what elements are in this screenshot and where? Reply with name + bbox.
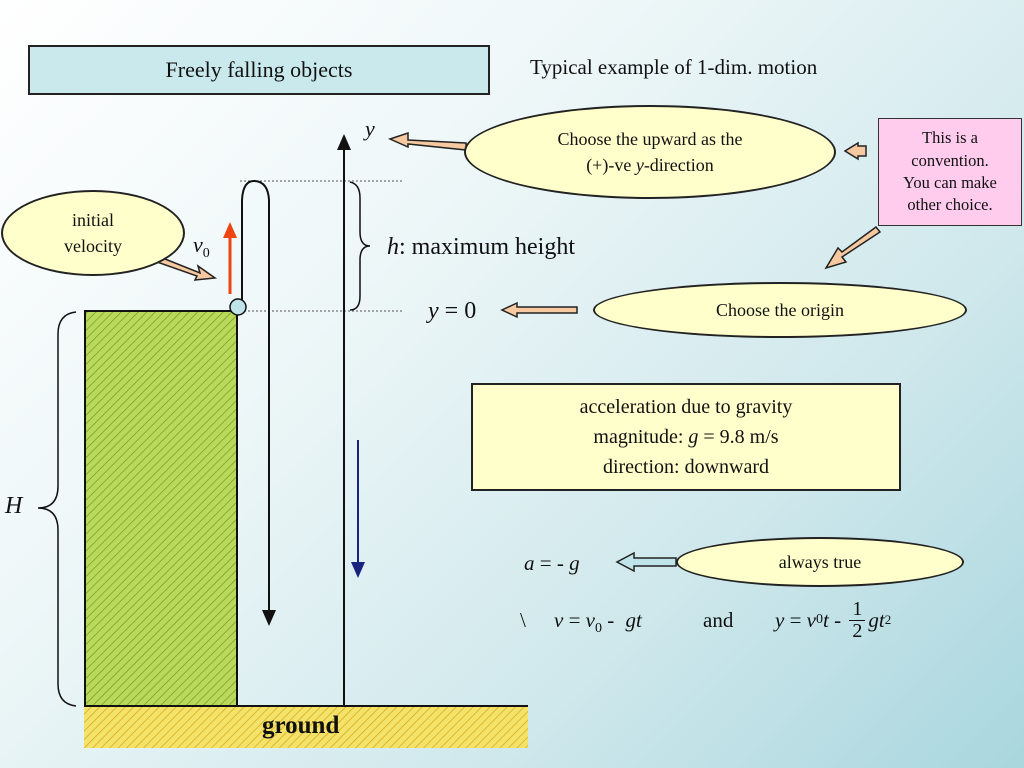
origin-callout: Choose the origin <box>593 282 967 338</box>
max-height-brace <box>349 181 371 311</box>
note-line4: other choice. <box>907 195 993 215</box>
origin-label: y = 0 <box>428 298 476 325</box>
eq-y-v0: v <box>806 607 816 632</box>
eq-a: a <box>524 551 535 575</box>
eq-v0-sub: 0 <box>595 621 602 636</box>
cliff <box>84 310 238 707</box>
eq-a-g: g <box>569 551 580 575</box>
eq-y-gt: gt <box>868 607 885 632</box>
v0-label: v0 <box>193 232 210 262</box>
initial-velocity-arrowhead <box>223 222 237 238</box>
cliff-height-label: H <box>5 493 23 519</box>
eq-frac-den: 2 <box>852 619 863 642</box>
title-text: Freely falling objects <box>165 57 353 82</box>
upward-callout-y: y <box>635 155 644 175</box>
gravity-magnitude-prefix: magnitude: <box>593 426 689 448</box>
initial-velocity-callout: initial velocity <box>1 190 185 276</box>
cliff-height-brace <box>37 311 77 707</box>
velocity-equation: v = v0 - gt <box>554 608 642 637</box>
upward-direction-callout: Choose the upward as the (+)-ve y-direct… <box>464 105 836 199</box>
origin-callout-text: Choose the origin <box>716 299 844 320</box>
upward-callout-prefix: (+)-ve <box>586 155 636 175</box>
and-text: and <box>703 608 734 632</box>
trajectory-path <box>241 179 270 620</box>
ground-label: ground <box>262 712 340 739</box>
h-text: : maximum height <box>399 234 575 260</box>
v0-var: v <box>193 232 203 257</box>
eq-v: v <box>554 608 564 632</box>
subtitle: Typical example of 1-dim. motion <box>530 55 818 79</box>
always-true-text: always true <box>778 551 862 572</box>
eq-y-sq: 2 <box>884 612 892 627</box>
gravity-line1: acceleration due to gravity <box>579 396 793 418</box>
note-line1: This is a <box>922 128 978 148</box>
trajectory-arrowhead <box>262 610 276 626</box>
eq-y-v0-sub: 0 <box>816 612 823 627</box>
arrow-to-origin-label <box>500 301 578 319</box>
upward-callout-line1: Choose the upward as the <box>557 128 743 149</box>
eq-y-eq: = <box>784 607 807 632</box>
gravity-magnitude-value: = 9.8 m/s <box>698 426 779 448</box>
ball <box>229 298 247 316</box>
therefore-symbol: \ <box>520 608 526 632</box>
eq-y: y <box>775 607 785 632</box>
h-var: h <box>387 234 399 260</box>
upward-callout-suffix: -direction <box>643 155 714 175</box>
always-true-callout: always true <box>676 537 964 587</box>
v0-sub: 0 <box>202 246 210 261</box>
gravity-arrowhead <box>351 562 365 578</box>
eq-a-mid: = - <box>534 551 570 575</box>
arrow-to-acceleration-equation <box>615 551 677 573</box>
y-axis-label: y <box>365 116 375 141</box>
gravity-line2: magnitude: g = 9.8 m/s <box>593 422 778 452</box>
gravity-box: acceleration due to gravity magnitude: g… <box>471 383 901 491</box>
initial-callout-line1: initial <box>71 209 114 230</box>
note-line3: You can make <box>903 173 997 192</box>
eq-frac-num: 1 <box>849 598 866 621</box>
acceleration-equation: a = - g <box>524 551 580 576</box>
y-axis-arrowhead <box>337 134 351 150</box>
eq-v-eq: = <box>563 608 586 632</box>
arrow-to-y-axis <box>387 131 467 151</box>
arrow-from-note <box>843 141 867 161</box>
eq-y-t: t <box>823 607 829 632</box>
gravity-g: g <box>688 426 699 448</box>
origin-value: = 0 <box>438 298 477 324</box>
gravity-line3: direction: downward <box>602 456 770 478</box>
upward-callout-line2: (+)-ve y-direction <box>558 152 743 178</box>
origin-y-var: y <box>428 298 439 324</box>
note-line2: convention. <box>911 150 989 170</box>
eq-gt: gt <box>625 608 642 632</box>
arrow-to-origin-callout <box>824 225 882 270</box>
arrow-to-v0 <box>155 256 218 281</box>
max-height-label: h: maximum height <box>387 234 575 261</box>
title-box: Freely falling objects <box>28 45 490 95</box>
ground <box>84 706 528 748</box>
initial-callout-line2: velocity <box>64 236 122 256</box>
eq-v-minus: - <box>602 608 620 632</box>
eq-y-minus: - <box>828 607 847 632</box>
eq-v0: v <box>585 608 595 632</box>
convention-note: This is a convention. You can make other… <box>878 118 1022 226</box>
